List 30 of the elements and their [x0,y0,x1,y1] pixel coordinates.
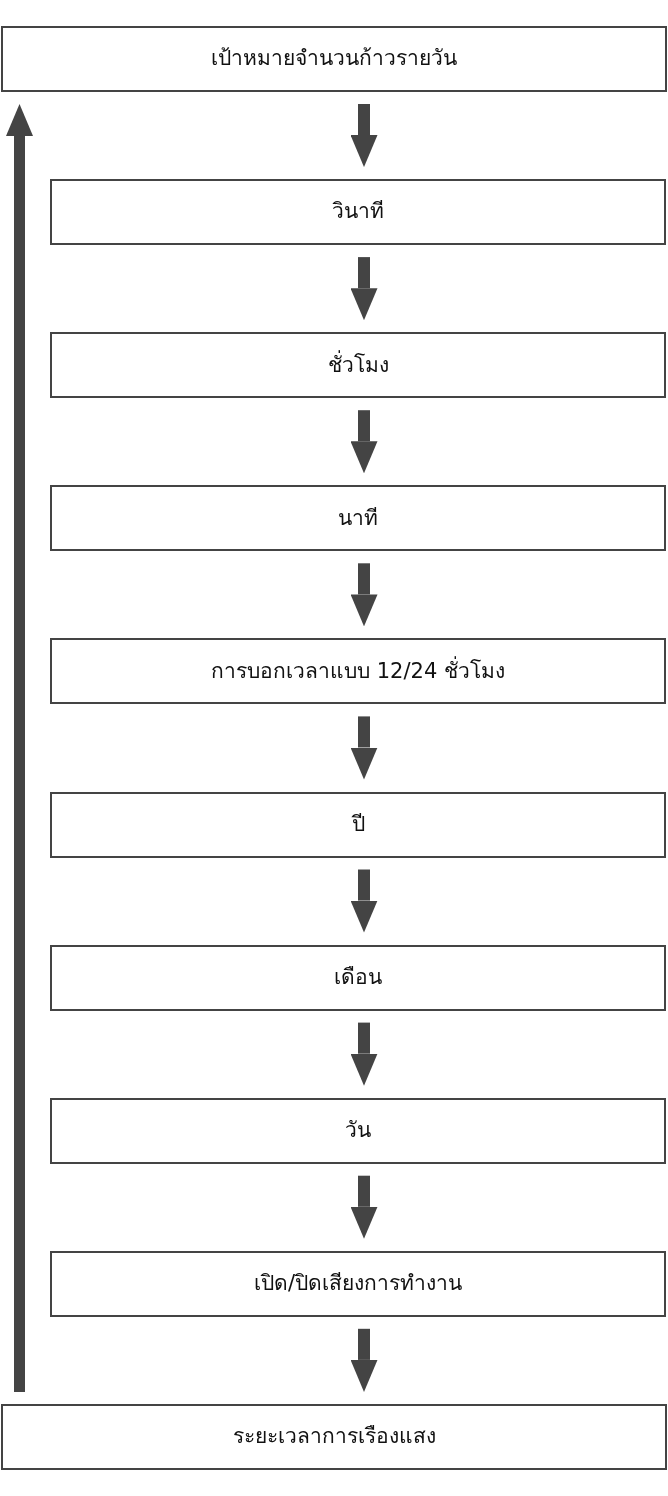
arrow [350,1328,378,1392]
box-label: เป้าหมายจำนวนก้าวรายวัน [211,45,457,73]
box-label: วินาที [332,198,384,226]
arrow [350,869,378,933]
process-box [50,944,666,1011]
arrow [350,1022,378,1086]
process-box [50,791,666,858]
box-label: ปี [351,810,365,838]
box-label: ชั่วโมง [327,351,389,379]
arrow [350,1175,378,1239]
process-box [1,1403,667,1470]
arrow [350,563,378,627]
process-box [1,26,667,92]
arrow [350,104,378,168]
box-label: เปิด/ปิดเสียงการทำงาน [253,1270,463,1298]
box-label: นาที [338,504,378,532]
box-label: ระยะเวลาการเรืองแสง [232,1423,436,1451]
process-box [50,1250,666,1317]
arrow [350,257,378,321]
box-label: การบอกเวลาแบบ 12/24 ชั่วโมง [211,657,505,685]
box-label: เดือน [334,963,382,991]
process-box [50,179,666,246]
arrow [6,104,33,1392]
box-label: วัน [345,1117,371,1145]
process-box [50,332,666,399]
arrow [350,716,378,780]
process-box [50,1097,666,1164]
process-box [50,638,666,705]
process-box [50,485,666,552]
arrow [350,410,378,474]
